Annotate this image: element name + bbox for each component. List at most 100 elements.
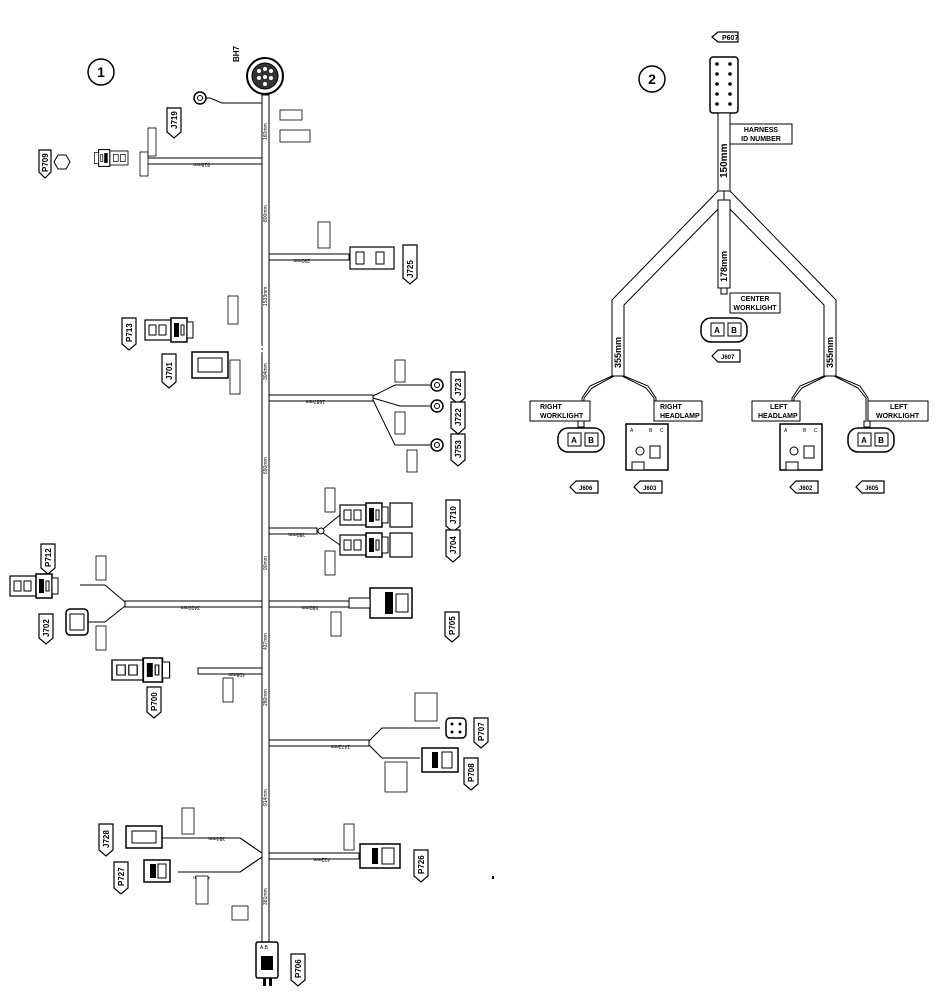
svg-text:J602: J602 [799, 486, 813, 492]
svg-text:2: 2 [648, 71, 656, 87]
svg-text:J753: J753 [454, 440, 463, 458]
svg-text:J607: J607 [721, 355, 735, 361]
connector-j719: J719 [166, 91, 262, 139]
svg-text:380mm: 380mm [288, 531, 305, 537]
connector-j722: J722 [430, 399, 466, 435]
svg-text:J702: J702 [42, 619, 51, 637]
section-number-1: 1 [87, 58, 115, 86]
svg-text:1: 1 [97, 64, 105, 80]
svg-text:A: A [784, 428, 788, 434]
svg-text:355mm: 355mm [613, 337, 623, 368]
left-headlamp-connector-j602: LEFT HEADLAMP A B C J602 [751, 400, 823, 494]
svg-text:LEFT: LEFT [770, 404, 788, 411]
svg-text:355mm: 355mm [825, 337, 835, 368]
harness-2: P607 150mm HARNESS ID NUMBER 178mm 355mm… [529, 31, 929, 494]
connector-j725: J725 [349, 244, 418, 285]
svg-text:WORKLIGHT: WORKLIGHT [733, 305, 777, 312]
harness-id-label: HARNESS ID NUMBER [729, 123, 793, 145]
svg-text:J719: J719 [170, 111, 179, 129]
svg-text:BH7: BH7 [232, 45, 241, 62]
svg-text:384mm: 384mm [208, 835, 225, 841]
svg-text:P712: P712 [44, 548, 53, 567]
svg-text:P706: P706 [294, 959, 303, 978]
branch-p700: 408mm P700 [111, 657, 263, 719]
connector-p706: A B P706 [231, 905, 306, 987]
svg-text:818mm: 818mm [193, 161, 210, 167]
svg-text:304mm: 304mm [263, 363, 269, 380]
svg-text:B: B [878, 436, 884, 445]
svg-text:A: A [571, 436, 577, 445]
center-worklight-connector-j607: CENTER WORKLIGHT A B J607 [700, 287, 781, 363]
svg-text:381mm: 381mm [263, 888, 269, 905]
svg-text:C: C [814, 428, 818, 434]
svg-text:P713: P713 [125, 323, 134, 342]
svg-text:J710: J710 [449, 506, 458, 524]
svg-text:P726: P726 [417, 855, 426, 874]
svg-text:ID NUMBER: ID NUMBER [741, 136, 781, 143]
svg-text:J701: J701 [165, 362, 174, 380]
svg-text:A B: A B [260, 945, 268, 951]
connector-p713: P713 [121, 295, 239, 351]
connector-p709: P709 [38, 149, 129, 179]
svg-text:B: B [649, 428, 653, 434]
svg-text:B: B [588, 436, 594, 445]
svg-text:J723: J723 [454, 378, 463, 396]
svg-text:P709: P709 [41, 153, 50, 172]
svg-text:P607: P607 [722, 35, 738, 42]
svg-text:160mm: 160mm [263, 123, 269, 140]
connector-p727: P727 [113, 859, 171, 895]
svg-text:800mm: 800mm [263, 205, 269, 222]
branch-p712-p705: 3400mm P712 J702 580mm [9, 543, 460, 651]
svg-text:580mm: 580mm [301, 604, 318, 610]
svg-text:C: C [660, 428, 664, 434]
svg-text:B: B [731, 326, 737, 335]
svg-text:408mm: 408mm [228, 671, 245, 677]
svg-text:1687mm: 1687mm [306, 398, 325, 404]
connector-p607: P607 [709, 31, 739, 114]
svg-text:P700: P700 [150, 692, 159, 711]
svg-text:WORKLIGHT: WORKLIGHT [540, 413, 584, 420]
svg-text:432mm: 432mm [313, 856, 330, 862]
svg-text:J728: J728 [102, 830, 111, 848]
connector-p726: P726 [359, 843, 429, 883]
svg-text:J606: J606 [579, 486, 593, 492]
svg-text:J725: J725 [406, 260, 415, 278]
svg-text:J722: J722 [454, 408, 463, 426]
right-worklight-connector-j606: RIGHT WORKLIGHT A B J606 [529, 400, 605, 494]
connector-p712: P712 [9, 543, 59, 599]
svg-text:B: B [803, 428, 807, 434]
svg-text:A: A [630, 428, 634, 434]
svg-text:290mm: 290mm [293, 257, 310, 263]
svg-text:150mm: 150mm [719, 143, 730, 178]
svg-text:HEADLAMP: HEADLAMP [758, 413, 798, 420]
connector-j704: J704 [339, 529, 461, 563]
connector-p700: P700 [111, 657, 171, 719]
svg-text:178mm: 178mm [719, 251, 729, 282]
connector-j702: J702 [38, 608, 89, 645]
connector-p707: P707 [445, 717, 489, 749]
svg-text:90mm: 90mm [263, 556, 269, 570]
svg-text:WORKLIGHT: WORKLIGHT [876, 413, 920, 420]
branch-p707-p708: 1472mm P707 P708 [268, 692, 489, 793]
branch-j725: 290mm J725 [268, 221, 418, 285]
svg-text:LEFT: LEFT [890, 404, 908, 411]
main-trunk [261, 94, 270, 951]
branch-j710-j704: 380mm J710 J704 [268, 487, 461, 576]
bulkhead-connector-bh7: BH7 [232, 45, 284, 95]
left-worklight-connector-j605: LEFT WORKLIGHT A B J605 [847, 400, 929, 494]
svg-text:1533mm: 1533mm [263, 287, 269, 306]
connector-j753: J753 [430, 433, 466, 467]
branch-p713-j701: P713 J701 [121, 295, 264, 395]
svg-text:P707: P707 [477, 722, 486, 741]
connector-j710: J710 [339, 499, 461, 533]
svg-text:P708: P708 [467, 763, 476, 782]
svg-text:690mm: 690mm [263, 457, 269, 474]
branch-j728-p727: 384mm 432mm J728 P727 [98, 807, 263, 905]
svg-text:914mm: 914mm [263, 789, 269, 806]
connector-p705: P705 [348, 587, 460, 643]
svg-text:280mm: 280mm [263, 689, 269, 706]
svg-text:HARNESS: HARNESS [744, 127, 779, 134]
svg-text:J605: J605 [865, 486, 879, 492]
harness-1: BH7 160mm 800mm 1533mm 304mm 690mm 90mm … [9, 45, 489, 987]
svg-text:HEADLAMP: HEADLAMP [660, 413, 700, 420]
